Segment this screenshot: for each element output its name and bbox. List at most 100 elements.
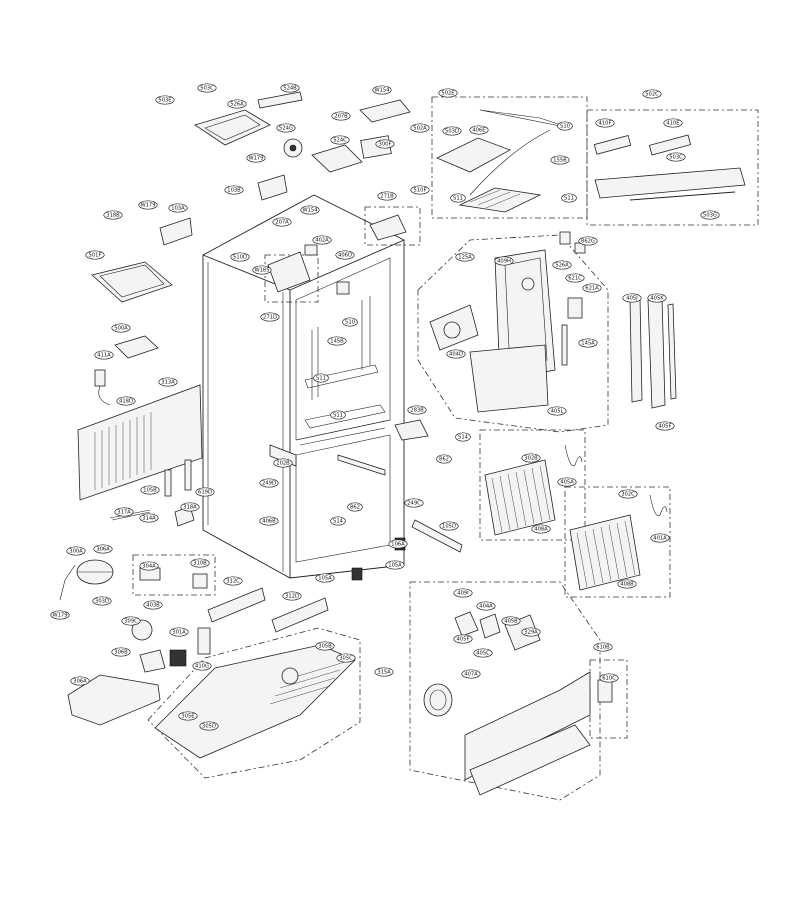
group-outline-evap-bottom xyxy=(564,486,671,598)
callout-619d: 619D xyxy=(195,487,215,497)
callout-text: 305C xyxy=(339,655,353,661)
callout-text: S10 xyxy=(560,123,570,129)
callout-text: S14 xyxy=(333,518,344,524)
callout-405f: 405F xyxy=(453,634,473,644)
callout-text: 418D xyxy=(119,398,133,404)
callout-oval xyxy=(666,152,686,162)
callout-oval xyxy=(578,338,598,348)
callout-text: 524B xyxy=(283,85,297,91)
callout-text: 862 xyxy=(439,456,449,462)
callout-oval xyxy=(453,588,473,598)
callout-oval xyxy=(259,516,279,526)
callout-oval xyxy=(282,591,302,601)
callout-oval xyxy=(561,193,577,203)
callout-text: 401A xyxy=(653,535,667,541)
callout-text: W185 xyxy=(254,267,269,273)
callout-text: 103B xyxy=(227,187,241,193)
callout-text: 502E xyxy=(441,90,454,96)
callout-410g: 410G xyxy=(192,661,212,671)
callout-207a: 207A xyxy=(272,217,292,227)
callout-text: 207A xyxy=(275,219,289,225)
callout-oval xyxy=(388,539,408,549)
callout-s11: S11 xyxy=(313,373,329,383)
callout-text: 405C xyxy=(476,650,490,656)
callout-oval xyxy=(227,99,247,109)
callout-oval xyxy=(139,561,159,571)
callout-oval xyxy=(374,667,394,677)
callout-s11: S11 xyxy=(450,193,466,203)
callout-610c: 610C xyxy=(599,673,619,683)
callout-313a: 313A xyxy=(158,377,178,387)
callout-502c: 502C xyxy=(642,89,662,99)
callout-oval xyxy=(335,250,355,260)
callout-305d: 305D xyxy=(199,721,219,731)
callout-524c: 524C xyxy=(330,135,350,145)
callout-125a: 125A xyxy=(455,252,475,262)
callout-text: S11 xyxy=(453,195,463,201)
callout-405l: 405L xyxy=(547,406,567,416)
callout-oval xyxy=(531,524,551,534)
callout-410f: 410F xyxy=(595,118,615,128)
callout-text: 510F xyxy=(414,187,427,193)
callout-text: 125A xyxy=(458,254,472,260)
callout-text: W154 xyxy=(374,87,390,93)
callout-text: 207B xyxy=(334,113,348,119)
callout-106a: 106A xyxy=(388,539,408,549)
callout-503d: 503D xyxy=(442,126,462,136)
callout-text: 315A xyxy=(377,669,391,675)
callout-text: 621A xyxy=(585,285,599,291)
callout-300f: 300F xyxy=(375,139,395,149)
callout-405a: 405A xyxy=(557,477,577,487)
callout-text: W179 xyxy=(52,612,67,618)
callout-text: 300F xyxy=(379,141,392,147)
callout-411a: 411A xyxy=(94,350,114,360)
callout-text: 305E xyxy=(181,713,194,719)
callout-w185: W185 xyxy=(252,265,272,275)
part-shapes xyxy=(59,91,746,796)
callout-oval xyxy=(521,453,541,463)
callout-oval xyxy=(521,627,541,637)
callout-text: 404A xyxy=(479,603,493,609)
callout-oval xyxy=(111,647,131,657)
callout-409i: 409I xyxy=(453,588,473,598)
callout-510: 510 xyxy=(342,317,358,327)
callout-w154: W154 xyxy=(300,205,320,215)
callout-text: S11 xyxy=(316,375,326,381)
callout-406e: 406E xyxy=(469,125,489,135)
callout-oval xyxy=(599,673,619,683)
callout-text: 283B xyxy=(410,407,424,413)
callout-503e: 503E xyxy=(155,95,175,105)
callout-text: 304A xyxy=(142,563,156,569)
callout-text: 526A xyxy=(230,101,244,107)
callout-oval xyxy=(70,676,90,686)
callout-text: 405K xyxy=(650,295,664,301)
callout-text: 329A xyxy=(524,629,538,635)
callout-text: 405B xyxy=(504,618,518,624)
callout-oval xyxy=(578,236,598,246)
callout-text: 411A xyxy=(97,352,111,358)
callout-text: 408A xyxy=(534,526,548,532)
callout-405j: 405J xyxy=(622,293,642,303)
callout-405f: 405F xyxy=(655,421,675,431)
callout-oval xyxy=(93,544,113,554)
callout-oval xyxy=(552,260,572,270)
callout-oval xyxy=(260,312,280,322)
callout-oval xyxy=(259,478,279,488)
callout-410e: 410E xyxy=(663,118,683,128)
callout-text: 410E xyxy=(666,120,679,126)
callout-oval xyxy=(195,487,215,497)
callout-w179: W179 xyxy=(50,610,70,620)
callout-oval xyxy=(197,83,217,93)
callout-oval xyxy=(476,601,496,611)
callout-312c: 312C xyxy=(223,576,243,586)
callout-510f: 510F xyxy=(410,185,430,195)
callout-text: 402A xyxy=(315,237,329,243)
callout-oval xyxy=(139,513,159,523)
callout-text: 145A xyxy=(581,340,595,346)
callout-408b: 408B xyxy=(617,579,637,589)
callout-oval xyxy=(312,235,332,245)
callout-408a: 408A xyxy=(531,524,551,534)
callout-305c: 305C xyxy=(336,653,356,663)
callout-oval xyxy=(199,721,219,731)
callout-oval xyxy=(92,596,112,606)
